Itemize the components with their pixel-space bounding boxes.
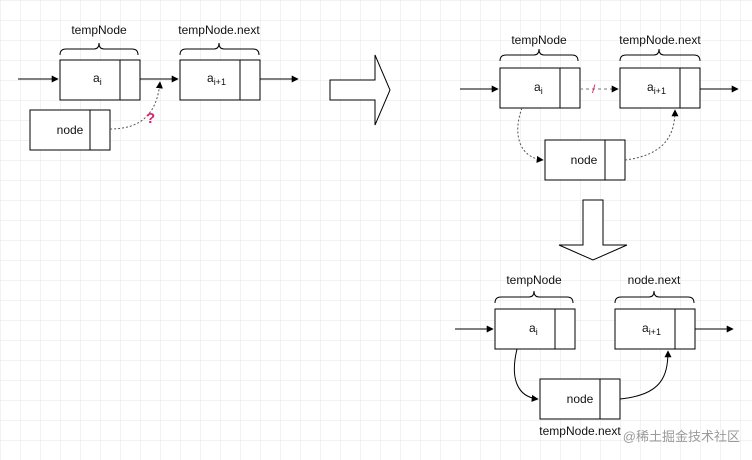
brace-tempnode [59, 42, 139, 56]
label-tempnode: tempNode [71, 23, 127, 37]
svg-text:node: node [571, 153, 598, 167]
label-tempnode-2: tempNode [511, 33, 567, 47]
question-mark: ? [146, 110, 155, 127]
node-b-sub: i+1 [214, 77, 226, 87]
brace-tempnode-3 [494, 290, 574, 304]
tentative-link [109, 81, 163, 130]
svg-text:node: node [57, 123, 84, 137]
panel-middle: tempNode tempNode.next ai / ai+1 node [460, 33, 739, 181]
node-a-i-2: ai [499, 67, 581, 109]
big-arrow-right [329, 54, 391, 126]
dotted-link-node-to-b [624, 109, 679, 161]
node-a-i: ai [59, 59, 141, 101]
brace-node-next [614, 290, 695, 304]
label-node-next: node.next [628, 273, 681, 287]
brace-tempnode-next-2 [619, 48, 701, 62]
node-new: node [29, 109, 111, 151]
panel-after: tempNode node.next ai ai+1 node tempNode… [455, 273, 734, 438]
node-new-2: node [544, 139, 626, 181]
big-arrow-down [558, 199, 628, 261]
link-node-to-b [619, 350, 672, 400]
panel-before: tempNode tempNode.next ai ai+1 node ? [18, 23, 299, 151]
node-a-i-plus-1-2: ai+1 [619, 67, 701, 109]
brace-tempnode-2 [499, 48, 579, 62]
label-tempnode-next-below: tempNode.next [539, 424, 621, 438]
dotted-link-a-to-node [517, 107, 544, 163]
node-a-sub: i [100, 77, 102, 87]
node-b-letter: a [207, 71, 214, 85]
svg-text:ai+1: ai+1 [647, 80, 666, 96]
svg-text:ai+1: ai+1 [207, 71, 226, 87]
label-tempnode-next: tempNode.next [178, 23, 260, 37]
brace-tempnode-next [179, 42, 260, 56]
label-tempnode-next-2: tempNode.next [619, 33, 701, 47]
label-tempnode-3: tempNode [506, 273, 562, 287]
watermark: @稀土掘金技术社区 [623, 429, 740, 444]
svg-text:ai+1: ai+1 [642, 321, 661, 337]
node-a-i-plus-1: ai+1 [179, 59, 261, 101]
svg-text:ai: ai [529, 321, 538, 337]
svg-text:node: node [567, 392, 594, 406]
node-a-i-3: ai [494, 308, 576, 350]
cut-mark: / [592, 82, 596, 96]
svg-text:ai: ai [534, 80, 543, 96]
svg-text:ai: ai [93, 71, 102, 87]
link-a-to-node [513, 348, 539, 402]
node-new-3: node [539, 378, 621, 420]
node-a-i-plus-1-3: ai+1 [614, 308, 696, 350]
node-a-letter: a [93, 71, 100, 85]
